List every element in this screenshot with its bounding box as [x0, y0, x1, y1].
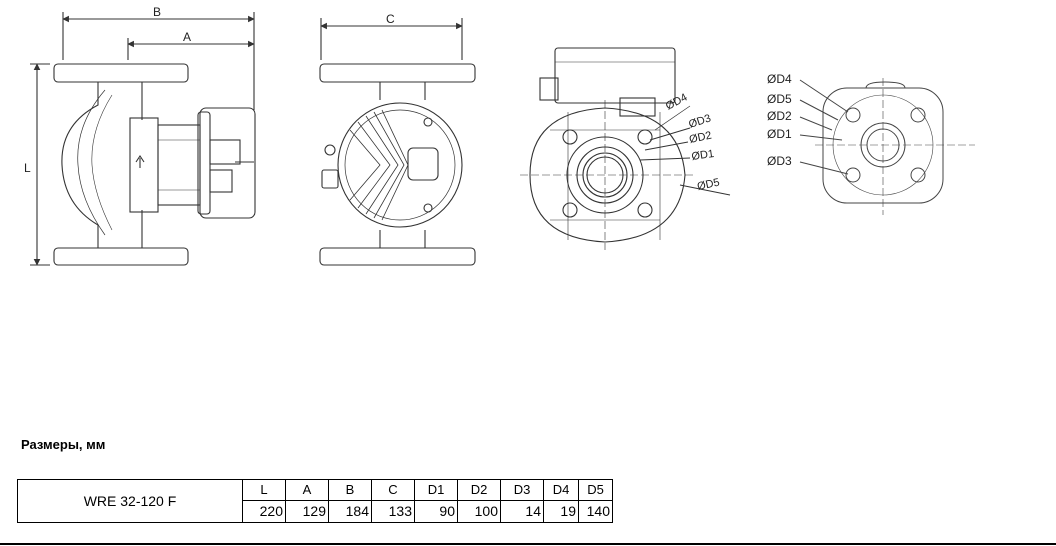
header-B: B [328, 479, 372, 501]
flange-label-d1: ØD1 [767, 127, 792, 141]
table-header-row: WRE 32-120 F L A B C D1 D2 D3 D4 D5 [17, 479, 613, 523]
flange-view-drawing [799, 78, 975, 215]
face-label-d3: ØD3 [687, 112, 712, 130]
dim-label-C: C [386, 12, 395, 26]
value-D1: 90 [414, 499, 458, 524]
flange-label-d4: ØD4 [767, 72, 792, 86]
dimensions-table: WRE 32-120 F L A B C D1 D2 D3 D4 D5 220 … [17, 479, 613, 524]
flange-label-d2: ØD2 [767, 109, 792, 123]
dimensions-heading: Размеры, мм [21, 437, 106, 452]
dim-label-L: L [24, 161, 31, 175]
model-cell: WRE 32-120 F [17, 479, 243, 523]
value-D3: 14 [500, 499, 544, 524]
technical-drawings: B A L C [24, 5, 975, 266]
value-D2: 100 [457, 499, 501, 524]
face-label-d1: ØD1 [691, 148, 715, 163]
table-value-row: 220 129 184 133 90 100 14 19 140 [18, 499, 613, 524]
front-view-drawing [319, 18, 476, 266]
header-A: A [285, 479, 329, 501]
value-D4: 19 [543, 499, 579, 524]
bottom-divider [0, 543, 1056, 545]
value-A: 129 [285, 499, 329, 524]
header-D4: D4 [543, 479, 579, 501]
header-D3: D3 [500, 479, 544, 501]
header-D2: D2 [457, 479, 501, 501]
side-view-drawing [30, 12, 256, 266]
flange-label-d5: ØD5 [767, 92, 792, 106]
value-C: 133 [371, 499, 415, 524]
header-D1: D1 [414, 479, 458, 501]
dim-label-A: A [183, 30, 191, 44]
header-D5: D5 [578, 479, 613, 501]
value-B: 184 [328, 499, 372, 524]
dim-label-B: B [153, 5, 161, 19]
flange-label-d3: ØD3 [767, 154, 792, 168]
header-C: C [371, 479, 415, 501]
pump-face-labels: ØD4 ØD3 ØD2 ØD1 ØD5 [664, 91, 721, 193]
value-D5: 140 [578, 499, 613, 524]
flange-view-labels: ØD4 ØD5 ØD2 ØD1 ØD3 [767, 72, 792, 168]
value-L: 220 [242, 499, 286, 524]
header-L: L [242, 479, 286, 501]
face-label-d2: ØD2 [688, 129, 713, 145]
face-label-d5: ØD5 [696, 176, 721, 192]
pump-face-drawing [520, 47, 731, 250]
